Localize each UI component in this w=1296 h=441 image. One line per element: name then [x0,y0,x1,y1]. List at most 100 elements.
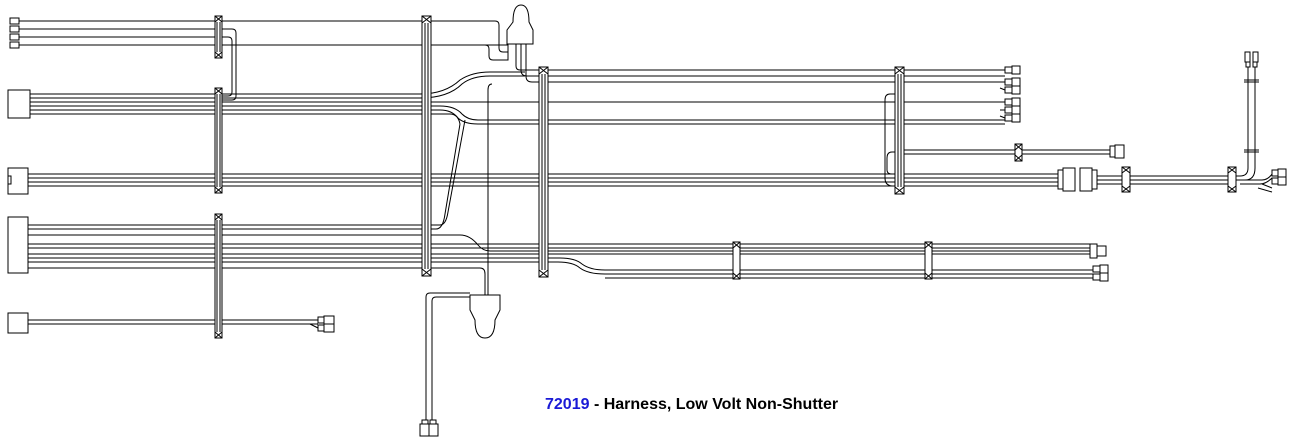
left-connector-1-group [7,71,1005,125]
left-connector-3-group [7,83,1109,295]
wire [30,71,525,95]
part-description: Harness, Low Volt Non-Shutter [603,396,839,413]
wire [886,151,897,175]
small-connector [1011,77,1021,87]
wire [431,296,470,420]
wire [309,323,319,329]
small-connector [1277,168,1287,178]
small-connector [1092,273,1101,281]
wire [884,93,1058,187]
pin [1252,61,1258,68]
small-connector [1004,114,1013,122]
small-connector [1004,78,1013,86]
small-connector [1011,105,1021,115]
pin [1245,61,1251,68]
wire [28,261,1093,275]
wire [1240,177,1273,185]
connector [7,312,29,334]
small-connector [1004,98,1013,106]
sleeve [1014,143,1023,162]
sleeve [1121,166,1131,193]
inline-connector [1062,167,1076,192]
top-left-pin-group [9,17,509,101]
sleeve [894,66,905,195]
sleeve [421,15,432,277]
small-connector [419,423,430,437]
wire [525,44,1005,83]
bulb-connector-body [469,294,501,339]
small-connector [1004,66,1013,74]
pin-connector [9,17,20,25]
bulb-connector-top [506,4,1005,83]
braid-sleeves [214,15,1237,339]
pin-connector [9,41,20,49]
caption-separator: - [589,396,604,413]
connector [1089,243,1098,259]
wire [999,115,1006,119]
small-connector [1099,264,1109,274]
sleeve [214,15,223,59]
inline-connector [1079,167,1093,192]
sleeve [732,241,741,280]
diagram-caption: 72019 - Harness, Low Volt Non-Shutter [545,396,838,414]
small-connector [1244,51,1251,63]
small-connector [1011,85,1021,95]
multi-pin-connector [7,216,29,274]
inline-connector [1091,169,1098,190]
sleeve [214,87,223,194]
small-connector [1004,86,1013,94]
small-connector [428,423,439,437]
wire [30,105,1005,121]
wire [30,113,461,125]
wire [1261,183,1273,189]
wire [494,20,508,53]
left-connector-4-group [7,312,335,334]
wire [28,234,1090,252]
small-connector [1114,144,1125,159]
small-connector [323,315,335,325]
small-connector [317,316,325,324]
small-connector [1271,177,1279,185]
small-connector [317,324,325,332]
small-connector [1011,97,1021,107]
multi-pin-connector [7,89,31,119]
small-connector [1011,65,1021,75]
bulb-connector-bottom [419,292,501,437]
wire [999,87,1006,91]
small-connector [1011,113,1021,123]
sleeve [214,213,223,339]
sleeve [538,66,549,278]
mid-right-connectors [1057,144,1230,192]
small-connector [1004,106,1013,114]
right-connector-stack-upper [999,65,1021,123]
small-connector [1099,272,1109,282]
wire [1257,187,1273,193]
pin [429,419,437,425]
right-vertical-branch [1230,51,1287,193]
part-number: 72019 [545,396,590,413]
wire [28,119,466,226]
small-connector [1271,169,1279,177]
wire [28,257,1093,271]
wire [1240,173,1273,181]
wire [487,83,493,295]
wire [1230,167,1249,177]
small-connector [1092,265,1101,273]
wire [28,123,461,230]
sleeve [924,241,933,280]
sleeve [1227,166,1237,193]
wire [30,109,1005,125]
small-connector [1109,145,1116,158]
wire [484,44,509,61]
wire [28,267,486,295]
pin-connector [9,25,20,33]
wire [19,36,233,97]
wire [425,292,470,420]
wire [515,44,1005,71]
pin-connector [9,33,20,41]
wire [19,28,237,101]
pin [421,419,429,425]
small-connector [323,323,335,333]
